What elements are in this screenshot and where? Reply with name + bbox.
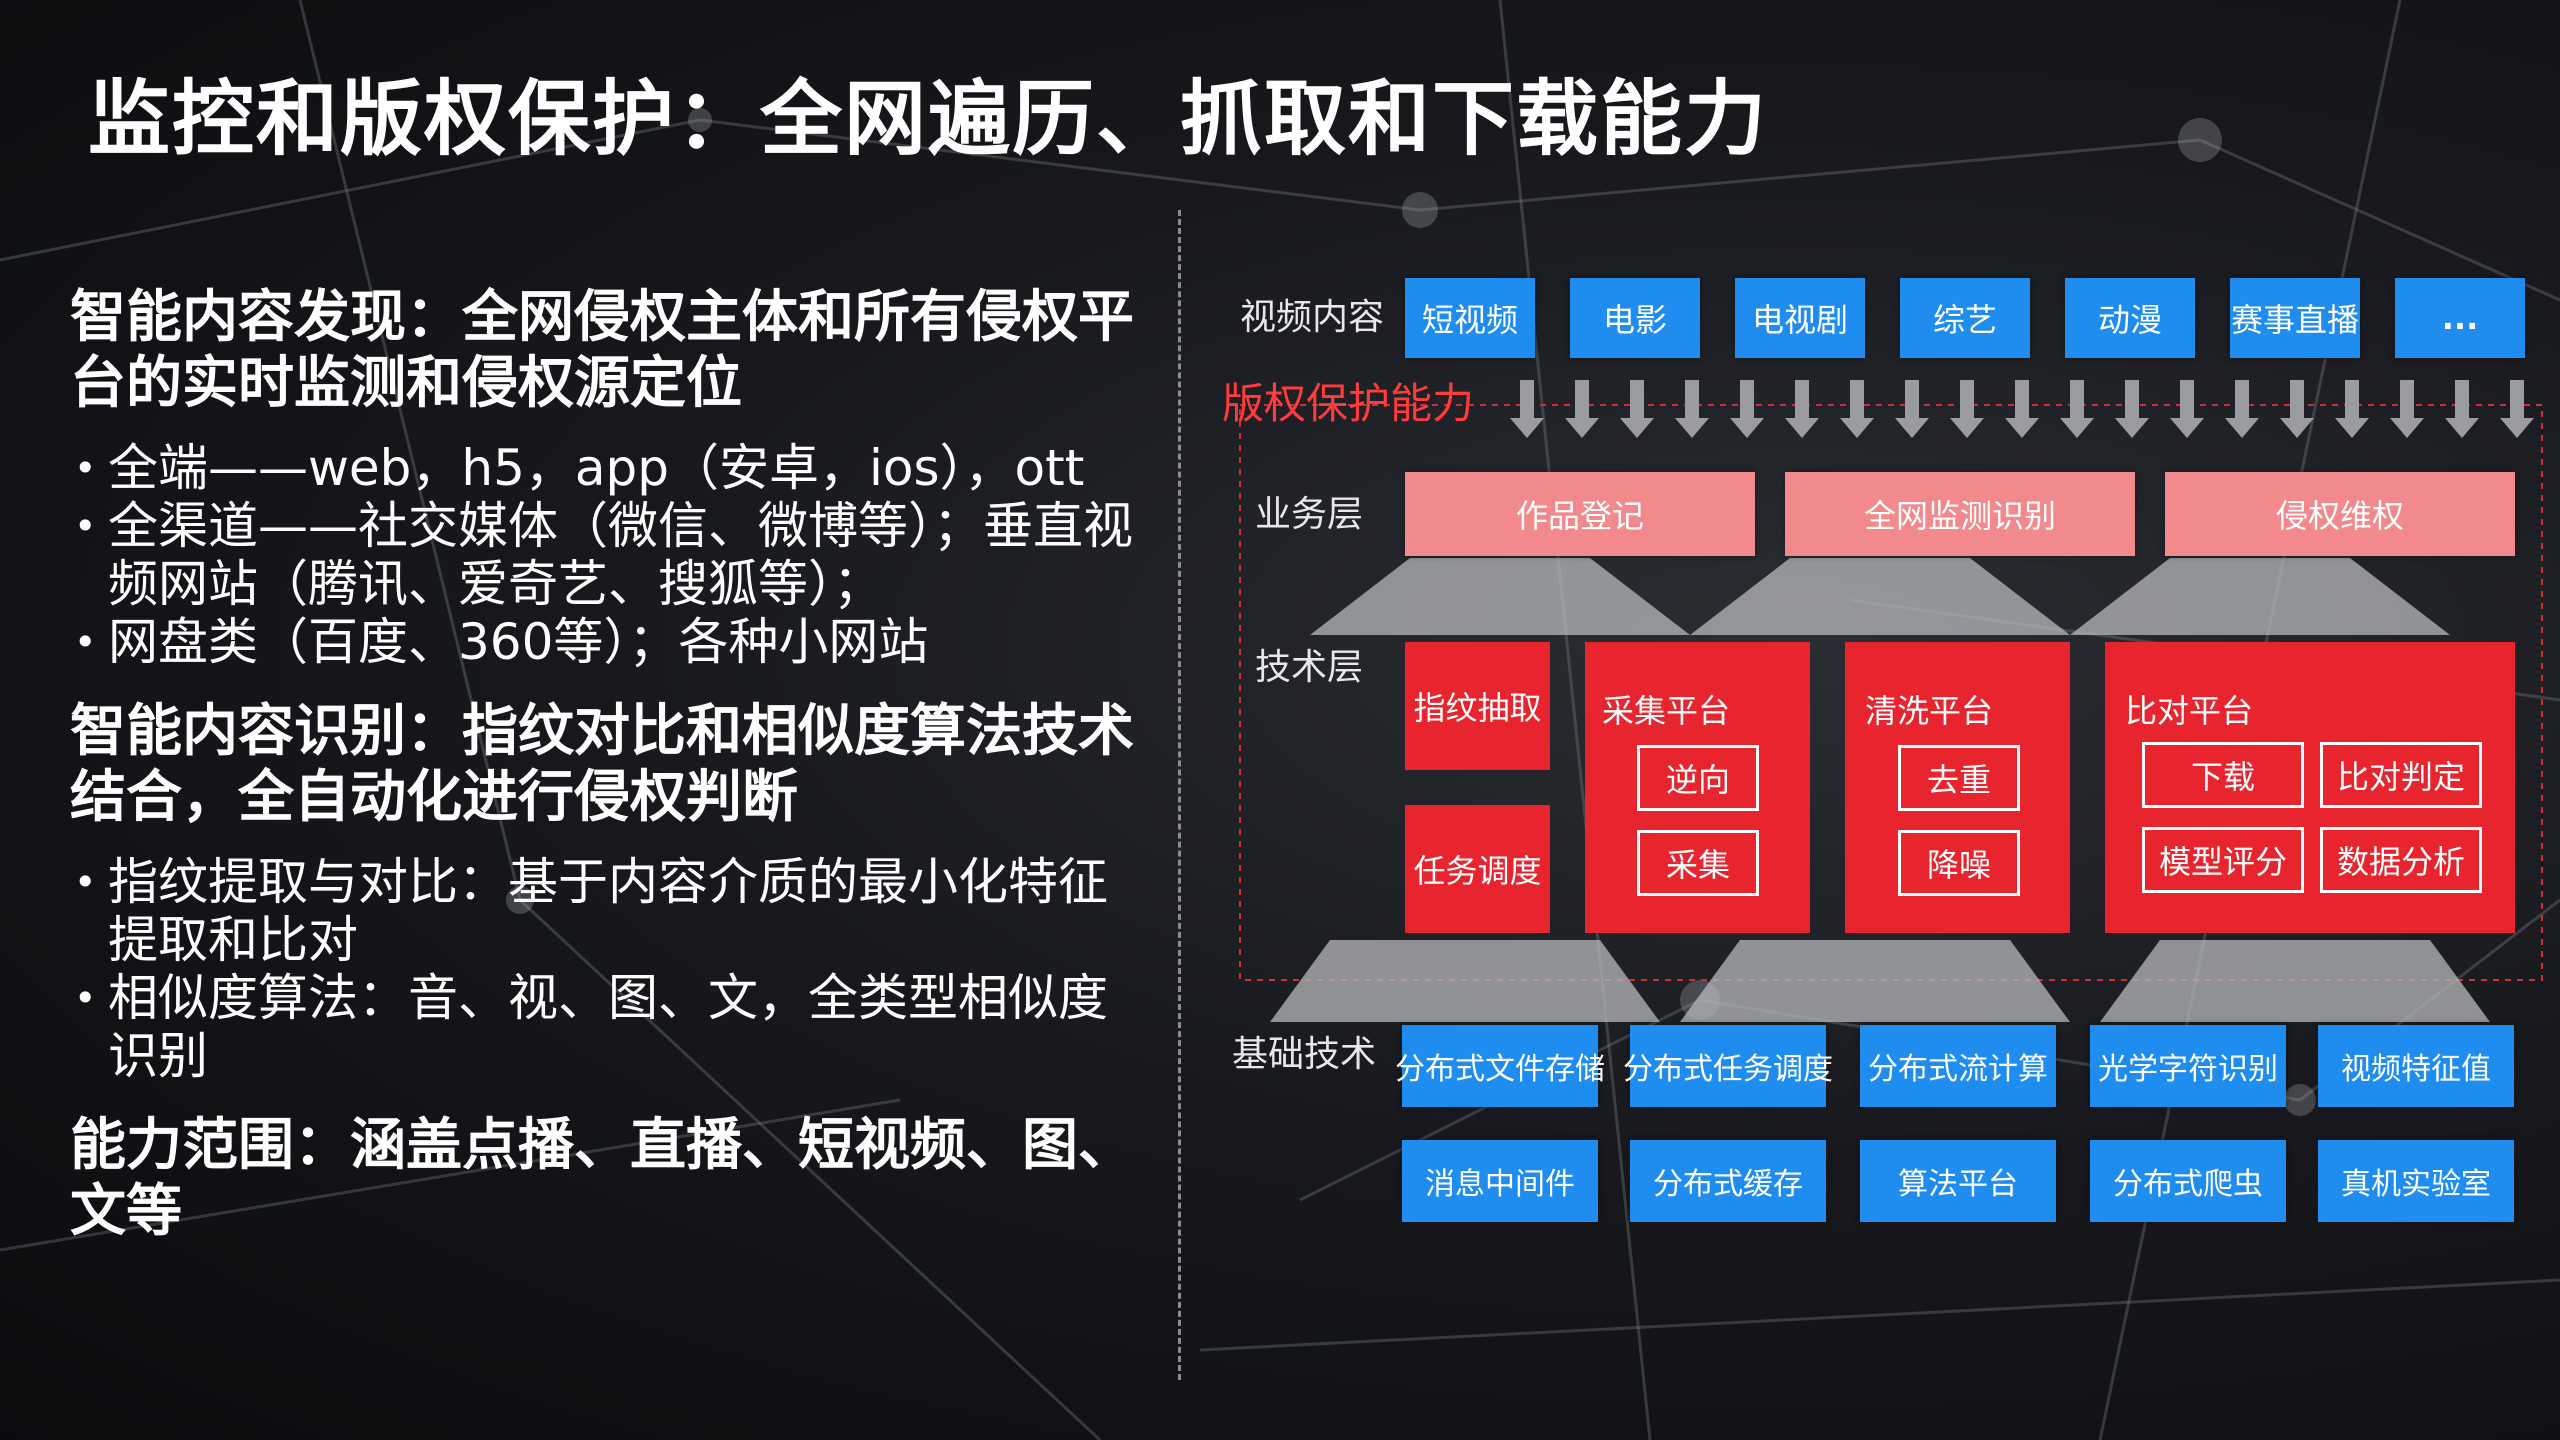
video-item-label: 电视剧 (1751, 301, 1848, 339)
video-item-label: 综艺 (1932, 301, 1997, 339)
section2-bullets: 指纹提取与对比：基于内容介质的最小化特征提取和比对 相似度算法：音、视、图、文，… (70, 853, 1150, 1085)
section2-bullet-2: 相似度算法：音、视、图、文，全类型相似度识别 (70, 969, 1150, 1085)
collect-item-reverse: 逆向 (1637, 745, 1759, 811)
base-item-dist-task-scheduling: 分布式任务调度 (1623, 1025, 1833, 1107)
video-item-anime: 动漫 (2065, 278, 2195, 358)
base-item-dist-cache: 分布式缓存 (1630, 1140, 1826, 1222)
video-item-movie: 电影 (1570, 278, 1700, 358)
base-item-label: 分布式流计算 (1868, 1052, 2048, 1087)
video-item-label: 动漫 (2097, 301, 2162, 339)
section3-heading: 能力范围：涵盖点播、直播、短视频、图、文等 (70, 1113, 1134, 1244)
compare-item-label: 比对判定 (2336, 758, 2465, 796)
compare-item-judgement: 比对判定 (2320, 742, 2482, 808)
section1-bullets: 全端——web，h5，app（安卓，ios），ott 全渠道——社交媒体（微信、… (70, 439, 1150, 671)
video-item-label: ... (2441, 299, 2479, 337)
tech-fingerprint: 指纹抽取 (1405, 642, 1550, 770)
compare-platform (2105, 642, 2515, 933)
clean-platform-title: 清洗平台 (1865, 692, 1994, 730)
compare-platform-title: 比对平台 (2125, 692, 2254, 730)
architecture-diagram: 视频内容 短视频 电影 电视剧 综艺 动漫 赛事直播 ... 版权保护能力 业务… (1180, 240, 2560, 1240)
section2-bullet-1: 指纹提取与对比：基于内容介质的最小化特征提取和比对 (70, 853, 1150, 969)
clean-item-denoise: 降噪 (1898, 830, 2020, 896)
compare-item-label: 模型评分 (2158, 843, 2287, 881)
page-title: 监控和版权保护：全网遍历、抓取和下载能力 (88, 72, 1769, 167)
video-item-tv: 电视剧 (1735, 278, 1865, 358)
base-item-label: 分布式缓存 (1653, 1167, 1803, 1202)
base-item-device-lab: 真机实验室 (2318, 1140, 2514, 1222)
video-item-more: ... (2395, 278, 2525, 358)
base-item-message-middleware: 消息中间件 (1402, 1140, 1598, 1222)
section1-heading: 智能内容发现：全网侵权主体和所有侵权平台的实时监测和侵权源定位 (70, 285, 1134, 416)
compare-item-label: 数据分析 (2336, 843, 2465, 881)
base-item-ocr: 光学字符识别 (2090, 1025, 2286, 1107)
clean-platform (1845, 642, 2070, 933)
collect-item-label: 采集 (1665, 846, 1730, 884)
section1-bullet-3: 网盘类（百度、360等）；各种小网站 (70, 613, 1150, 671)
compare-item-model-score: 模型评分 (2142, 827, 2304, 893)
base-item-label: 视频特征值 (2341, 1052, 2491, 1087)
business-layer-label: 业务层 (1255, 494, 1364, 535)
compare-item-download: 下载 (2142, 742, 2304, 808)
section2-heading: 智能内容识别：指纹对比和相似度算法技术结合，全自动化进行侵权判断 (70, 699, 1134, 830)
base-item-dist-stream-compute: 分布式流计算 (1860, 1025, 2056, 1107)
column-divider (1178, 210, 1181, 1380)
video-item-label: 电影 (1602, 301, 1667, 339)
video-item-sports-live: 赛事直播 (2230, 278, 2360, 358)
business-item-label: 作品登记 (1515, 497, 1644, 535)
collect-platform (1585, 642, 1810, 933)
business-item-label: 全网监测识别 (1863, 497, 2056, 535)
base-item-dist-file-storage: 分布式文件存储 (1395, 1025, 1605, 1107)
video-item-label: 赛事直播 (2230, 301, 2359, 339)
tech-layer-label: 技术层 (1255, 647, 1364, 688)
clean-item-label: 降噪 (1926, 846, 1991, 884)
base-item-label: 分布式文件存储 (1395, 1052, 1605, 1087)
base-item-algorithm-platform: 算法平台 (1860, 1140, 2056, 1222)
base-item-label: 分布式任务调度 (1623, 1052, 1833, 1087)
business-item-monitoring: 全网监测识别 (1785, 472, 2135, 556)
video-item-label: 短视频 (1421, 301, 1518, 339)
clean-item-label: 去重 (1926, 761, 1991, 799)
section1-bullet-1: 全端——web，h5，app（安卓，ios），ott (70, 439, 1150, 497)
base-item-label: 真机实验室 (2341, 1167, 2491, 1202)
video-item-short: 短视频 (1405, 278, 1535, 358)
business-item-label: 侵权维权 (2275, 497, 2404, 535)
diagram-connectors (1239, 380, 2543, 1022)
base-item-label: 光学字符识别 (2098, 1052, 2278, 1087)
copyright-capability-label: 版权保护能力 (1222, 379, 1475, 428)
business-item-enforcement: 侵权维权 (2165, 472, 2515, 556)
tech-scheduling-label: 任务调度 (1413, 852, 1542, 890)
clean-item-dedupe: 去重 (1898, 745, 2020, 811)
compare-item-data-analysis: 数据分析 (2320, 827, 2482, 893)
tech-fingerprint-label: 指纹抽取 (1413, 689, 1542, 727)
base-item-label: 算法平台 (1898, 1167, 2018, 1202)
base-item-video-feature: 视频特征值 (2318, 1025, 2514, 1107)
collect-item-label: 逆向 (1665, 761, 1730, 799)
tech-scheduling: 任务调度 (1405, 805, 1550, 933)
collect-item-collect: 采集 (1637, 830, 1759, 896)
section1-bullet-2: 全渠道——社交媒体（微信、微博等）；垂直视频网站（腾讯、爱奇艺、搜狐等）； (70, 497, 1150, 613)
base-item-label: 分布式爬虫 (2113, 1167, 2263, 1202)
compare-item-label: 下载 (2190, 758, 2255, 796)
collect-platform-title: 采集平台 (1602, 692, 1731, 730)
business-item-registration: 作品登记 (1405, 472, 1755, 556)
base-tech-label: 基础技术 (1232, 1034, 1377, 1075)
left-column: 智能内容发现：全网侵权主体和所有侵权平台的实时监测和侵权源定位 全端——web，… (70, 285, 1150, 1267)
video-item-variety: 综艺 (1900, 278, 2030, 358)
base-item-label: 消息中间件 (1425, 1167, 1575, 1202)
video-content-label: 视频内容 (1240, 297, 1385, 338)
base-item-dist-crawler: 分布式爬虫 (2090, 1140, 2286, 1222)
